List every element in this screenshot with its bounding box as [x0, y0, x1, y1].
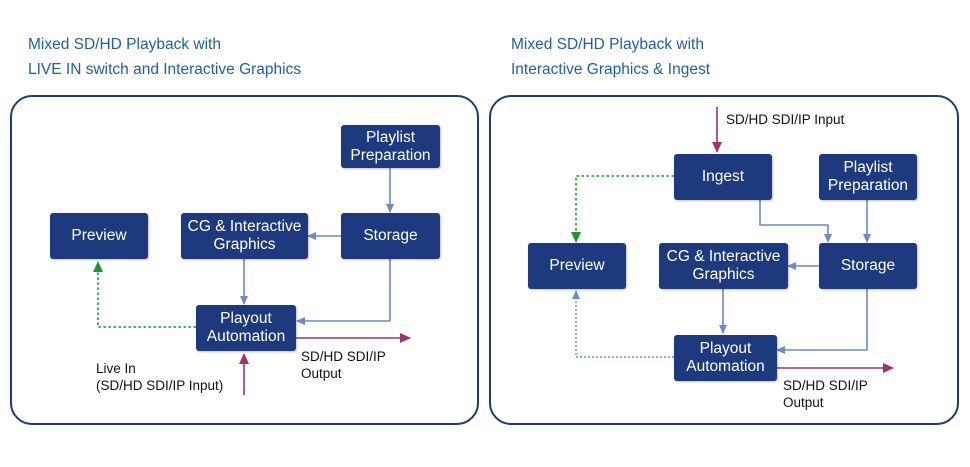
left-node-storage: Storage — [341, 213, 440, 259]
right-node-playlist-preparation: Playlist Preparation — [819, 154, 917, 200]
right-node-ingest: Ingest — [674, 154, 772, 200]
left-cg-line1: CG & Interactive — [187, 218, 302, 235]
right-node-preview: Preview — [528, 243, 626, 289]
right-title-line1: Mixed SD/HD Playback with — [511, 36, 704, 53]
left-node-cg-interactive-graphics: CG & Interactive Graphics — [181, 213, 308, 259]
left-live-in-line2: (SD/HD SDI/IP Input) — [96, 378, 224, 393]
right-diagram-title: Mixed SD/HD Playback with Interactive Gr… — [511, 32, 710, 82]
left-title-line2: LIVE IN switch and Interactive Graphics — [28, 61, 302, 78]
right-output-line2: Output — [783, 395, 824, 410]
right-node-storage: Storage — [819, 243, 917, 289]
right-playlist-line1: Playlist — [843, 159, 893, 176]
right-cg-line1: CG & Interactive — [666, 248, 781, 265]
right-output-line1: SD/HD SDI/IP — [783, 378, 868, 393]
left-diagram-title: Mixed SD/HD Playback with LIVE IN switch… — [28, 32, 301, 82]
right-playout-line1: Playout — [699, 340, 752, 357]
left-output-label: SD/HD SDI/IP Output — [301, 348, 386, 382]
right-output-label: SD/HD SDI/IP Output — [783, 377, 868, 411]
right-node-playout-automation: Playout Automation — [674, 335, 777, 381]
right-playout-line2: Automation — [686, 358, 765, 375]
right-playlist-line2: Preparation — [827, 177, 909, 194]
right-preview-label: Preview — [549, 257, 605, 274]
left-title-line1: Mixed SD/HD Playback with — [28, 36, 221, 53]
right-node-cg-interactive-graphics: CG & Interactive Graphics — [659, 243, 788, 289]
left-storage-label: Storage — [363, 227, 418, 244]
right-input-label: SD/HD SDI/IP Input — [726, 111, 844, 128]
left-node-playout-automation: Playout Automation — [196, 305, 296, 351]
left-output-line2: Output — [301, 366, 342, 381]
left-playout-line1: Playout — [220, 310, 272, 327]
left-node-preview: Preview — [50, 213, 148, 259]
right-cg-line2: Graphics — [692, 266, 755, 283]
left-node-playlist-preparation: Playlist Preparation — [341, 125, 440, 168]
left-playout-line2: Automation — [206, 328, 286, 345]
left-live-in-line1: Live In — [96, 361, 136, 376]
left-playlist-line1: Playlist — [365, 128, 416, 146]
right-title-line2: Interactive Graphics & Ingest — [511, 61, 711, 78]
right-ingest-label: Ingest — [701, 168, 745, 185]
right-storage-label: Storage — [840, 257, 896, 274]
left-playlist-line2: Preparation — [350, 146, 431, 164]
left-cg-line2: Graphics — [213, 236, 276, 253]
left-live-in-label: Live In (SD/HD SDI/IP Input) — [96, 360, 223, 394]
left-preview-label: Preview — [71, 227, 127, 244]
left-output-line1: SD/HD SDI/IP — [301, 349, 386, 364]
right-input-text: SD/HD SDI/IP Input — [726, 112, 845, 127]
